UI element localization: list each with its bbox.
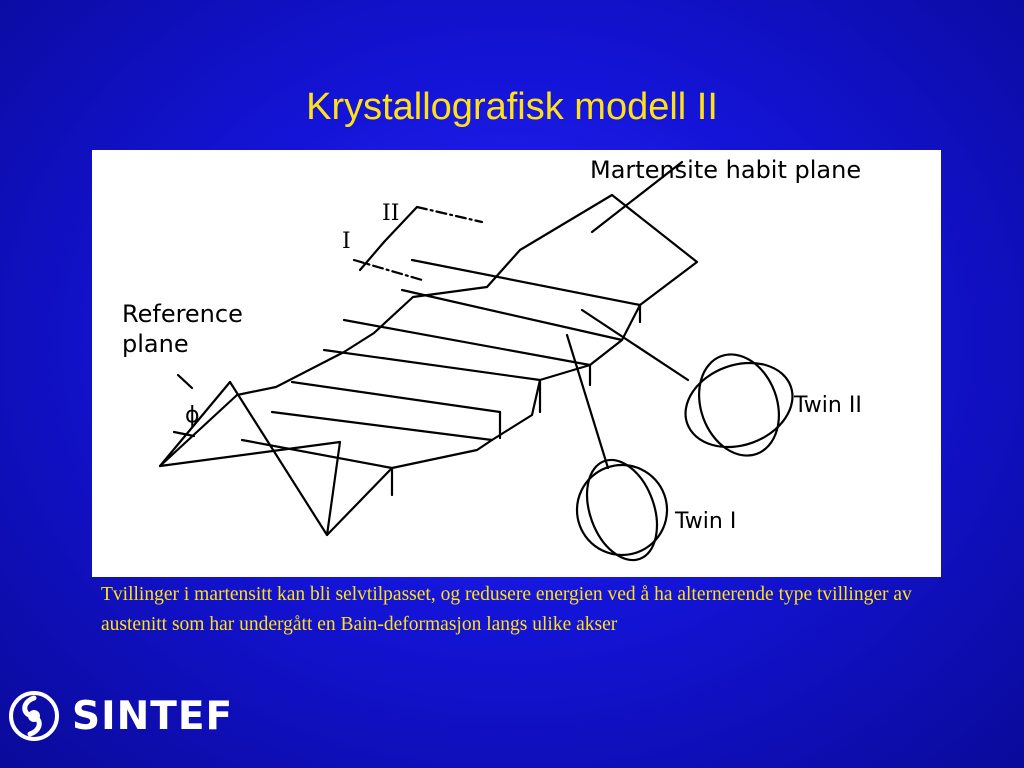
reference-plane-label-1: Reference — [122, 300, 243, 328]
twin-two-sphere — [684, 353, 794, 457]
slide-title: Krystallografisk modell II — [306, 86, 718, 128]
figure-drawing: Martensite habit plane Reference plane ϕ… — [122, 156, 862, 562]
sintef-logo-text: SINTEF — [72, 693, 234, 739]
mark-two-label: II — [382, 201, 399, 226]
martensite-twin-figure: Martensite habit plane Reference plane ϕ… — [92, 150, 941, 577]
twin-one-sphere — [575, 458, 669, 562]
mark-one-label: I — [342, 229, 351, 254]
phi-label: ϕ — [185, 403, 200, 428]
habit-plane-label: Martensite habit plane — [590, 156, 861, 184]
twin-two-label: Twin II — [793, 393, 862, 418]
sintef-logo: SINTEF — [8, 688, 233, 744]
twin-one-label: Twin I — [674, 509, 736, 534]
sintef-logo-icon — [9, 691, 59, 741]
reference-plane-label-2: plane — [122, 330, 189, 358]
slide-caption: Tvillinger i martensitt kan bli selvtilp… — [101, 584, 912, 635]
